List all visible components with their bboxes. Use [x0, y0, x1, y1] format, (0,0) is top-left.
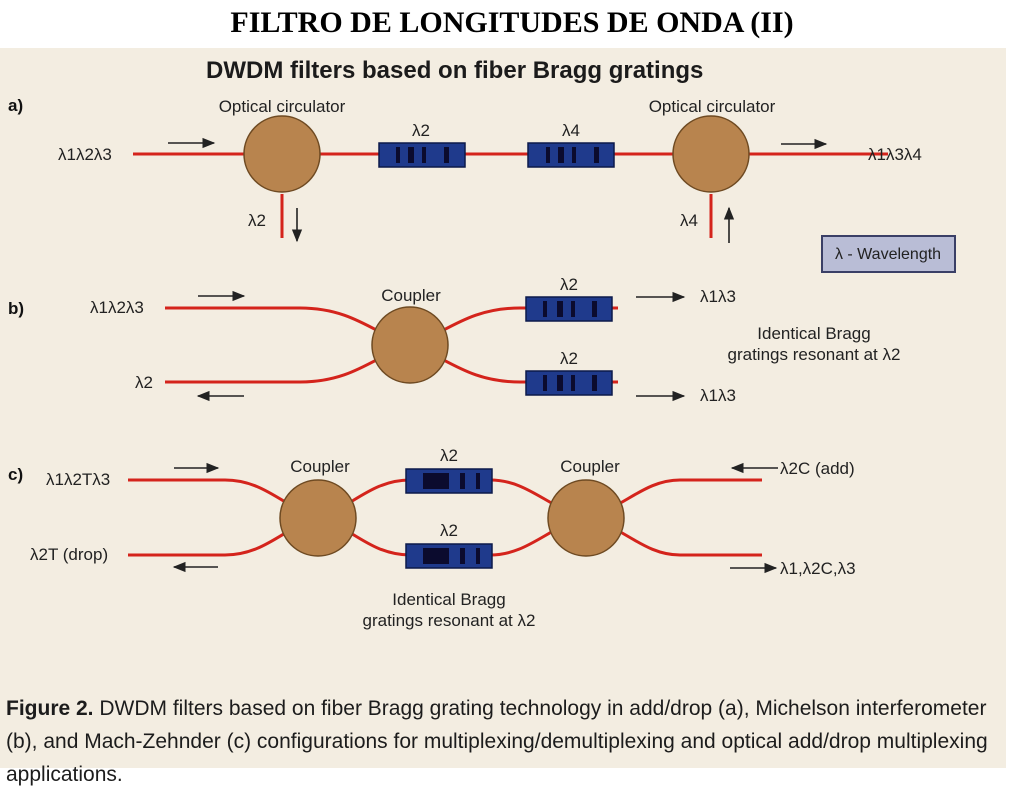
circulator-right-label: Optical circulator [649, 97, 776, 116]
grating-a2-label: λ4 [562, 121, 580, 140]
coupler-b-label: Coupler [381, 286, 441, 305]
grating-b-top-label: λ2 [560, 275, 578, 294]
circulator-left-label: Optical circulator [219, 97, 346, 116]
coupler-c-left-label: Coupler [290, 457, 350, 476]
panel-a-output-label: λ1λ3λ4 [868, 145, 922, 164]
figure-scan: DWDM filters based on fiber Bragg gratin… [0, 48, 1006, 786]
legend-label: λ - Wavelength [835, 246, 941, 263]
bragg-grating-c-top [405, 468, 493, 494]
panel-a-add-label: λ4 [680, 211, 698, 230]
figure-heading: DWDM filters based on fiber Bragg gratin… [206, 57, 703, 84]
panel-b-tag: b) [8, 299, 24, 318]
panel-a-drop-label: λ2 [248, 211, 266, 230]
grating-b-bottom-label: λ2 [560, 349, 578, 368]
bragg-grating-b-top [525, 296, 613, 322]
panel-b-reflected-label: λ2 [135, 373, 153, 392]
grating-c-top-label: λ2 [440, 446, 458, 465]
panel-c-output-label: λ1,λ2C,λ3 [780, 559, 856, 578]
coupler-c-right [547, 479, 625, 557]
panel-c-tag: c) [8, 465, 23, 484]
grating-c-bottom-label: λ2 [440, 521, 458, 540]
wavelength-legend: λ - Wavelength [821, 235, 956, 273]
coupler-c-right-label: Coupler [560, 457, 620, 476]
figure-caption-label: Figure 2. [6, 697, 94, 720]
panel-a-input-label: λ1λ2λ3 [58, 145, 112, 164]
panel-c-add-label: λ2C (add) [780, 459, 855, 478]
bragg-grating-b-bottom [525, 370, 613, 396]
optical-circulator-right [672, 115, 750, 193]
figure-caption-text: DWDM filters based on fiber Bragg gratin… [6, 697, 988, 786]
panel-b-input-label: λ1λ2λ3 [90, 298, 144, 317]
panel-c-note-line2: gratings resonant at λ2 [363, 611, 536, 630]
panel-c-input-label: λ1λ2Tλ3 [46, 470, 110, 489]
coupler-b [371, 306, 449, 384]
optical-circulator-left [243, 115, 321, 193]
panel-b-out-top-label: λ1λ3 [700, 287, 736, 306]
panel-b-out-bottom-label: λ1λ3 [700, 386, 736, 405]
bragg-grating-a1 [378, 142, 466, 168]
panel-b-note-line2: gratings resonant at λ2 [728, 345, 901, 364]
dwdm-diagram: DWDM filters based on fiber Bragg gratin… [8, 57, 956, 630]
panel-b-note-line1: Identical Bragg [757, 324, 870, 343]
bragg-grating-a2 [527, 142, 615, 168]
coupler-c-left [279, 479, 357, 557]
slide-title: FILTRO DE LONGITUDES DE ONDA (II) [230, 6, 794, 39]
figure-caption: Figure 2. DWDM filters based on fiber Br… [6, 692, 996, 791]
grating-a1-label: λ2 [412, 121, 430, 140]
panel-c-drop-label: λ2T (drop) [30, 545, 108, 564]
panel-a-tag: a) [8, 96, 23, 115]
panel-c-note-line1: Identical Bragg [392, 590, 505, 609]
bragg-grating-c-bottom [405, 543, 493, 569]
